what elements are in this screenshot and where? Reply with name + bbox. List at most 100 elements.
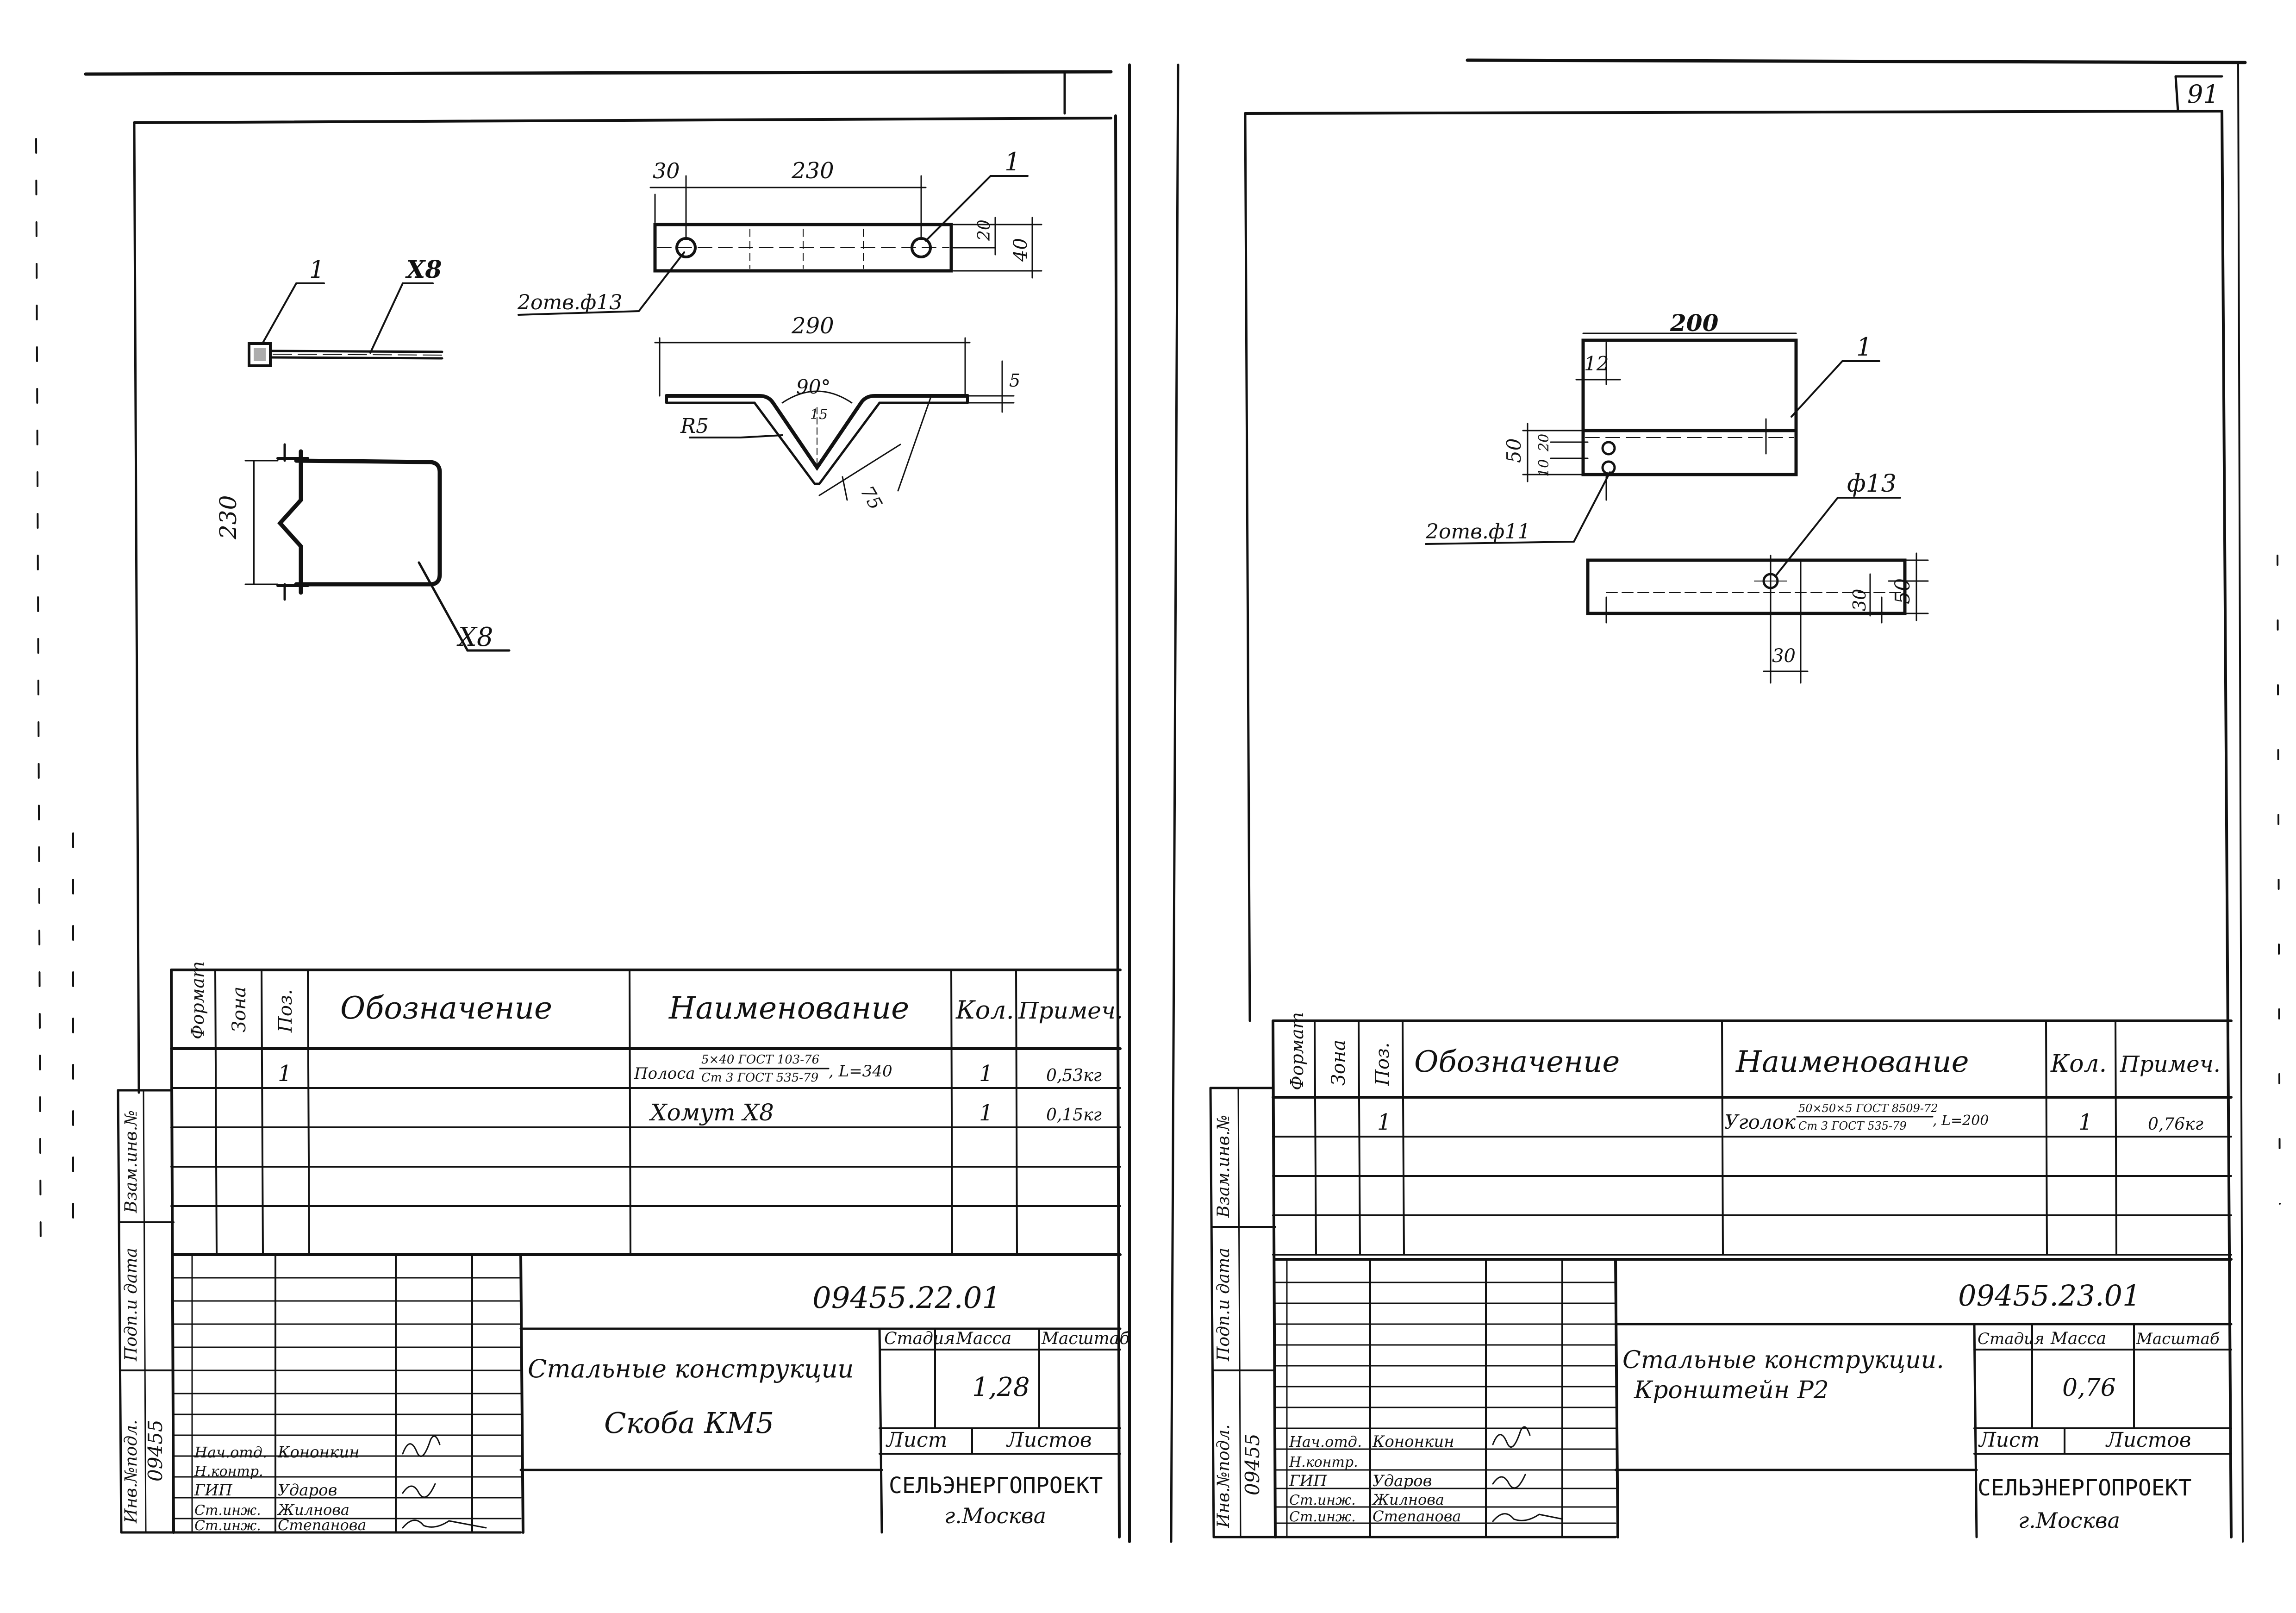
right-spec-table: Формат Зона Поз. Обозначение Наименовани… xyxy=(1272,1012,2233,1538)
bracket-side-view-right xyxy=(1586,558,1907,615)
dim-right-hole: ф13 xyxy=(1847,470,1897,498)
callout-1: 1 xyxy=(309,256,324,284)
col-pos: Поз. xyxy=(275,989,296,1033)
right-role-4: Ст.инж. xyxy=(1289,1492,1356,1508)
left-sheet-label: Лист xyxy=(886,1428,947,1452)
left-side-number: 09455 xyxy=(144,1419,167,1482)
sheet-borders xyxy=(35,58,2281,1543)
row1-name-main: Полоса xyxy=(634,1064,695,1083)
left-role-3: ГИП xyxy=(194,1481,233,1500)
right-name-3: Ударов xyxy=(1373,1472,1432,1490)
right-city: г.Москва xyxy=(2018,1508,2120,1533)
right-row1-pos: 1 xyxy=(1377,1109,1391,1135)
right-org: СЕЛЬЭНЕРГОПРОЕКТ xyxy=(1978,1475,2191,1501)
right-col-zone: Зона xyxy=(1328,1040,1349,1086)
right-role-3: ГИП xyxy=(1289,1472,1328,1490)
dim-top-length: 230 xyxy=(791,158,834,184)
left-name-3: Ударов xyxy=(278,1481,337,1500)
col-qty: Кол. xyxy=(955,995,1014,1025)
dim-right-holes: 2отв.ф11 xyxy=(1425,520,1530,544)
dim-angle: 90° xyxy=(796,375,830,398)
left-title-line1: Стальные конструкции xyxy=(528,1354,854,1383)
dim-holes-left: 2отв.ф13 xyxy=(517,291,622,314)
right-col-pos: Поз. xyxy=(1372,1043,1393,1087)
left-sheets-label: Листов xyxy=(1006,1428,1092,1452)
dim-leg: 75 xyxy=(856,482,886,513)
left-name-4: Жилнова xyxy=(277,1501,349,1519)
col-format: Формат xyxy=(187,961,208,1039)
dim-height-20: 20 xyxy=(975,219,994,241)
dim-right-small-10: 10 xyxy=(1536,459,1552,477)
plate-top-view xyxy=(653,223,953,273)
left-mass-value: 1,28 xyxy=(972,1372,1030,1402)
right-row1-name-num: 50×50×5 ГОСТ 8509-72 xyxy=(1798,1102,1938,1115)
left-org: СЕЛЬЭНЕРГОПРОЕКТ xyxy=(889,1473,1103,1499)
left-side-label-3: Инв.№подл. xyxy=(122,1419,141,1524)
right-row1-name-den: Ст 3 ГОСТ 535-79 xyxy=(1798,1119,1907,1132)
right-side-label-3: Инв.№подл. xyxy=(1214,1424,1233,1528)
right-mass-value: 0,76 xyxy=(2062,1374,2116,1402)
left-scale-label: Масштаб xyxy=(1041,1329,1130,1348)
right-side-number: 09455 xyxy=(1241,1433,1264,1495)
dim-right-offset: 12 xyxy=(1584,352,1609,375)
right-name-1: Кононкин xyxy=(1372,1432,1454,1451)
dim-r15: 15 xyxy=(810,406,828,423)
dim-thickness: 5 xyxy=(1009,370,1020,391)
right-name-5: Степанова xyxy=(1373,1507,1461,1525)
left-drawing: 1 Х8 230 Х8 30 230 xyxy=(215,147,1042,652)
dim-clamp-height: 230 xyxy=(215,495,242,540)
dim-right-height: 50 xyxy=(1503,438,1525,463)
dim-right-small-20: 20 xyxy=(1536,434,1552,452)
right-col-qty: Кол. xyxy=(2050,1050,2107,1078)
right-row1-name-suffix: , L=200 xyxy=(1933,1113,1989,1129)
row2-note: 0,15кг xyxy=(1046,1106,1102,1125)
right-role-1: Нач.отд. xyxy=(1289,1433,1362,1450)
right-title-line2: Кронштейн Р2 xyxy=(1634,1376,1829,1404)
callout-x8-top: Х8 xyxy=(405,256,442,284)
right-scale-label: Масштаб xyxy=(2136,1330,2220,1348)
row2-qty: 1 xyxy=(979,1100,993,1126)
left-name-5: Степанова xyxy=(278,1516,367,1534)
right-role-5: Ст.инж. xyxy=(1289,1509,1356,1525)
dim-right-bottom-30: 30 xyxy=(1772,645,1796,667)
row1-note: 0,53кг xyxy=(1046,1066,1102,1085)
left-role-5: Ст.инж. xyxy=(194,1518,261,1534)
bracket-side-view xyxy=(248,342,272,367)
right-role-2: Н.контр. xyxy=(1289,1454,1358,1470)
right-row1-qty: 1 xyxy=(2078,1109,2093,1135)
dim-right-top-length: 200 xyxy=(1670,309,1719,337)
right-row1-name-main: Уголок xyxy=(1724,1111,1796,1133)
left-stage-label: Стадия xyxy=(884,1329,955,1348)
dim-radius: R5 xyxy=(680,414,709,438)
col-note: Примеч. xyxy=(1018,997,1123,1024)
right-name-4: Жилнова xyxy=(1372,1491,1444,1508)
col-designation: Обозначение xyxy=(340,990,552,1026)
right-sheet-label: Лист xyxy=(1978,1428,2040,1452)
right-mass-label: Масса xyxy=(2050,1329,2106,1348)
right-stage-label: Стадия xyxy=(1978,1330,2044,1348)
dim-height-40: 40 xyxy=(1010,238,1031,262)
col-name: Наименование xyxy=(668,990,909,1026)
right-title-block: 09455.23.01 Стальные конструкции. Кроншт… xyxy=(1209,1087,2233,1538)
row1-name-num: 5×40 ГОСТ 103-76 xyxy=(701,1053,819,1067)
right-doc-code: 09455.23.01 xyxy=(1958,1279,2140,1313)
callout-x8-bottom: Х8 xyxy=(456,622,493,652)
page-number: 91 xyxy=(2187,80,2219,109)
right-col-designation: Обозначение xyxy=(1414,1045,1620,1079)
right-col-name: Наименование xyxy=(1735,1045,1969,1079)
callout-right-1: 1 xyxy=(1856,332,1872,362)
left-side-label-2: Подп.и дата xyxy=(122,1248,141,1362)
left-name-1: Кононкин xyxy=(277,1443,360,1462)
left-title-line2: Скоба КМ5 xyxy=(604,1406,774,1440)
dim-right-side-50: 50 xyxy=(1891,578,1915,604)
callout-1-plate: 1 xyxy=(1004,147,1020,176)
right-row1-note: 0,76кг xyxy=(2148,1115,2203,1134)
left-city: г.Москва xyxy=(944,1503,1046,1528)
dim-top-offset: 30 xyxy=(653,158,680,183)
left-title-block: 09455.22.01 Стальные конструкции Скоба К… xyxy=(117,1089,1130,1534)
bracket-top-view xyxy=(1581,338,1798,476)
col-zone: Зона xyxy=(229,987,250,1032)
left-role-1: Нач.отд. xyxy=(194,1444,267,1461)
left-spec-table: Формат Зона Поз. Обозначение Наименовани… xyxy=(170,961,1123,1534)
dim-bottom-length: 290 xyxy=(791,313,834,339)
